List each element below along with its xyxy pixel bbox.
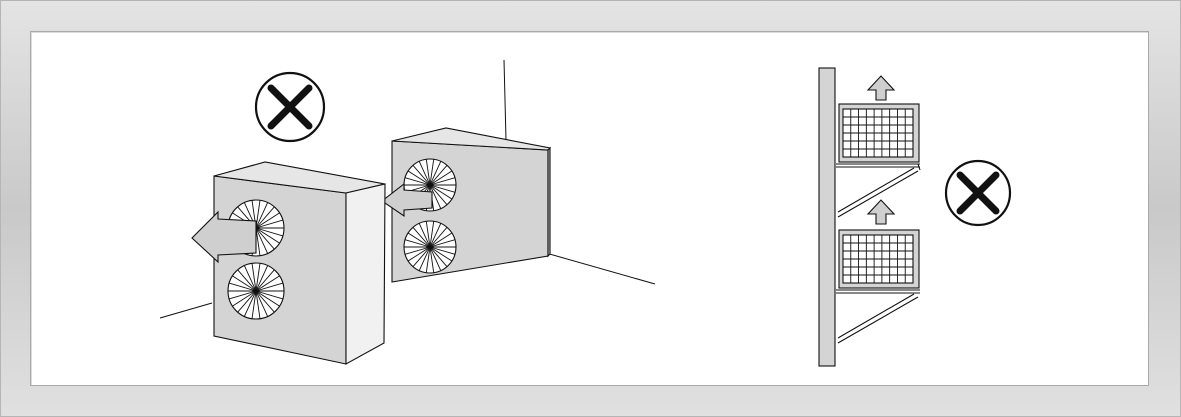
- front-unit-fan-bottom: [227, 262, 285, 320]
- front-unit-airflow-arrow: [191, 210, 257, 264]
- lower-bracket-unit: [836, 229, 920, 344]
- rear-unit-airflow-arrow: [381, 182, 433, 218]
- x-in-circle-icon: [944, 159, 1012, 227]
- floor-line-left: [159, 302, 213, 319]
- wall-corner-line: [503, 59, 507, 141]
- upper-unit-airflow-arrow: [866, 75, 896, 101]
- left-scene: [159, 59, 656, 319]
- floor-line-right: [545, 252, 656, 285]
- lower-unit-airflow-arrow: [866, 199, 896, 225]
- x-in-circle-icon: [254, 71, 326, 143]
- rear-unit-fan-bottom: [403, 220, 457, 274]
- wall: [818, 67, 836, 367]
- front-outdoor-unit: [191, 161, 386, 365]
- right-scene: [818, 67, 921, 367]
- upper-bracket-unit: [836, 103, 921, 218]
- rear-outdoor-unit: [381, 127, 552, 283]
